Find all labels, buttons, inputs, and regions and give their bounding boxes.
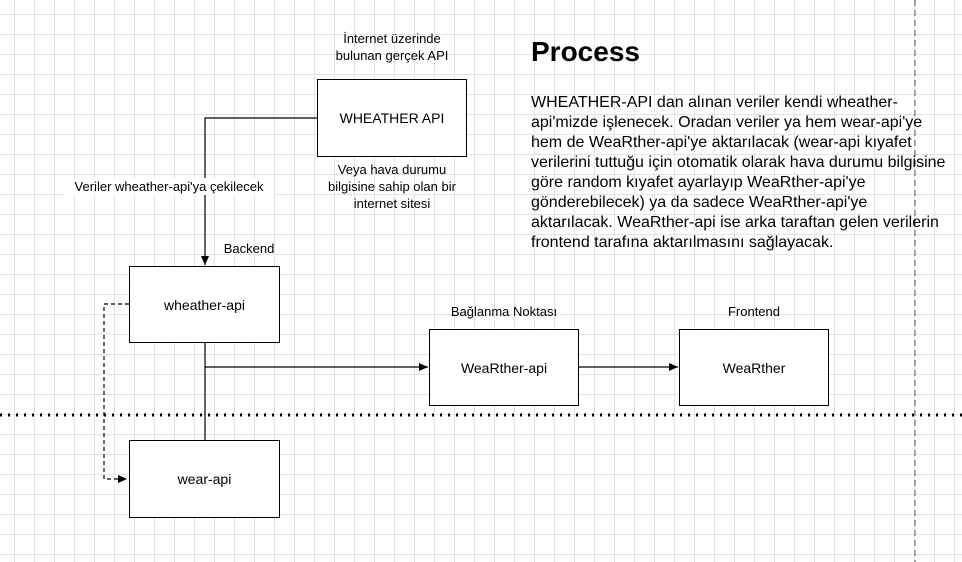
node-wheather-api-external-label: WHEATHER API	[339, 110, 445, 126]
node-wear-api[interactable]: wear-api	[129, 440, 280, 518]
edge-fetch	[201, 117, 317, 265]
node-wearther-label: WeaRther	[722, 359, 786, 376]
node-wheather-api[interactable]: wheather-api	[129, 266, 280, 343]
node-wearther[interactable]: WeaRther	[679, 329, 829, 406]
node-wheather-api-label: wheather-api	[164, 296, 245, 313]
process-title: Process	[531, 36, 640, 67]
label-connection-point: Bağlanma Noktası	[450, 304, 558, 319]
label-alternative-line3: internet sitesi	[353, 196, 431, 211]
label-alternative-line2: bilgisine sahip olan bir	[328, 179, 456, 194]
node-wear-api-label: wear-api	[177, 471, 232, 487]
label-internet-api-line1: İnternet üzerinde	[343, 31, 441, 46]
label-backend: Backend	[223, 241, 275, 256]
label-alternative-line1: Veya hava durumu	[337, 162, 447, 177]
label-frontend: Frontend	[727, 304, 781, 319]
edge-dashed-to-wear-api	[103, 303, 129, 483]
label-fetch-edge: Veriler wheather-api'ya çekilecek	[64, 178, 274, 195]
process-description: WHEATHER-API dan alınan veriler kendi wh…	[531, 94, 946, 251]
node-wheather-api-external[interactable]: WHEATHER API	[317, 79, 467, 157]
node-wearther-api[interactable]: WeaRther-api	[429, 329, 579, 406]
label-internet-api: İnternet üzerinde bulunan gerçek API	[310, 30, 474, 64]
node-wearther-api-label: WeaRther-api	[460, 359, 548, 376]
label-alternative-source: Veya hava durumu bilgisine sahip olan bi…	[309, 161, 475, 212]
label-internet-api-line2: bulunan gerçek API	[335, 48, 449, 63]
